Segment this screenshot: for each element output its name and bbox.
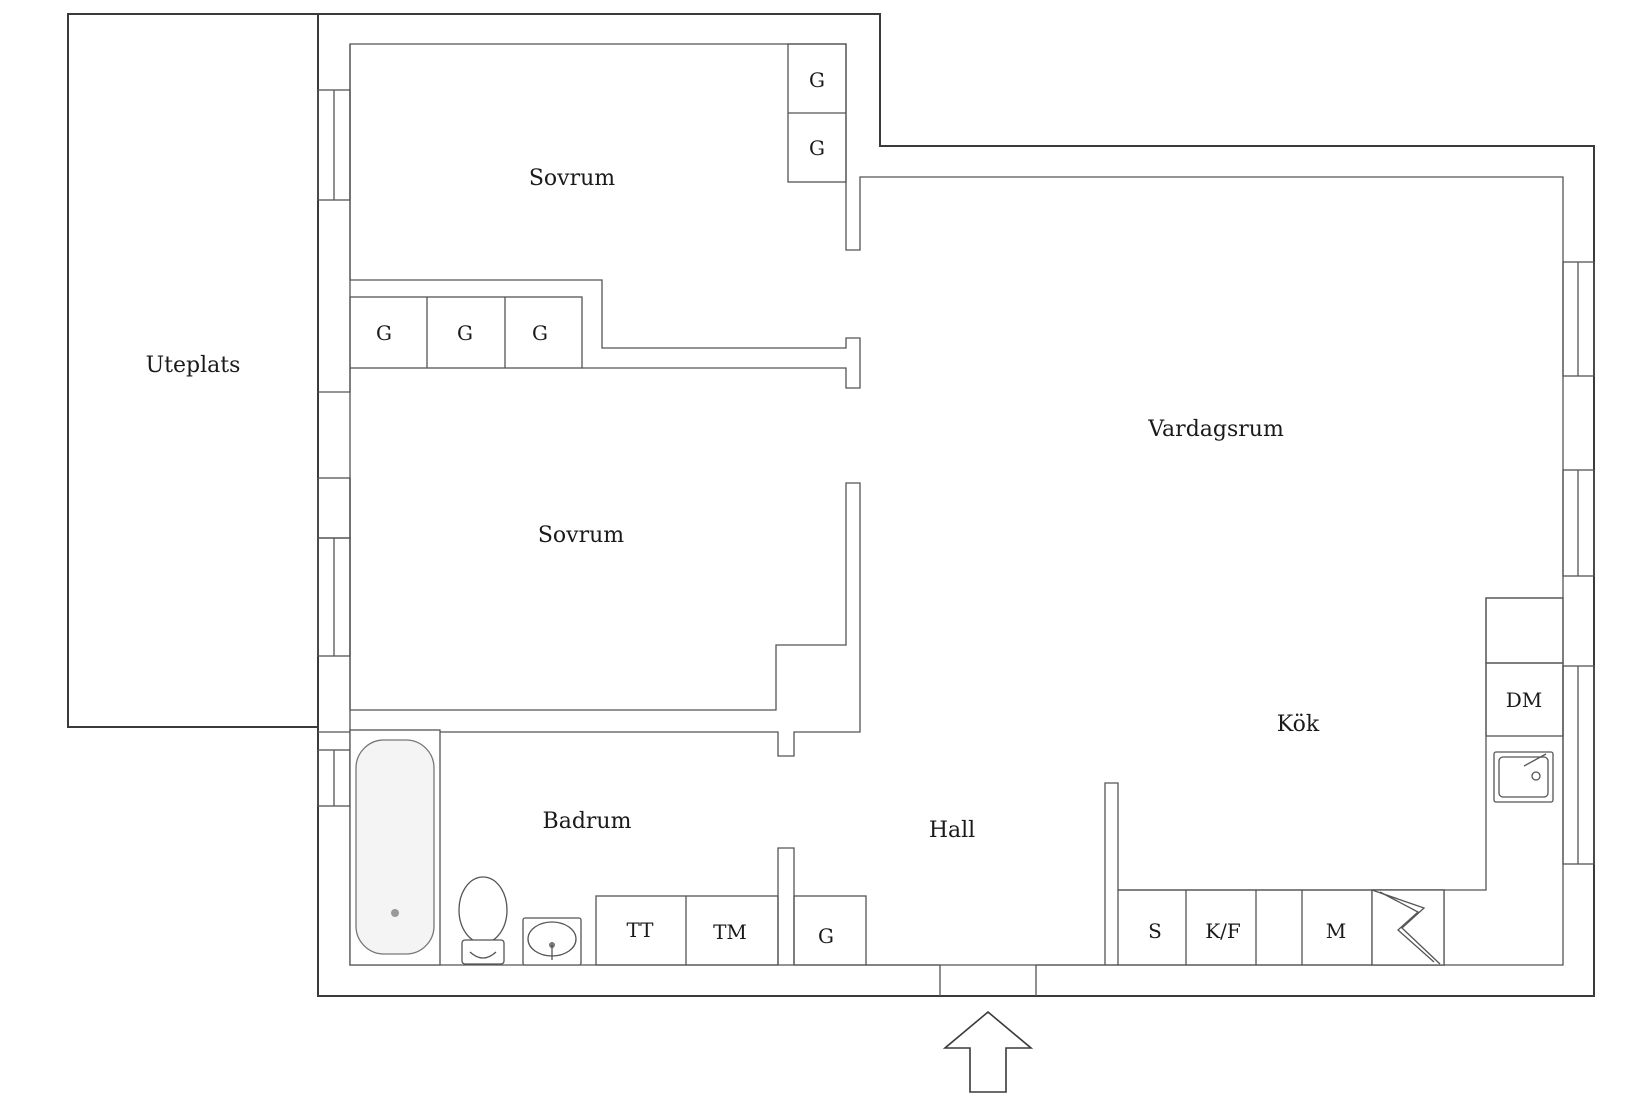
closet-label: G bbox=[532, 321, 548, 345]
windows-right bbox=[1562, 261, 1595, 865]
room-label-sovrum-1: Sovrum bbox=[528, 166, 616, 191]
room-label-badrum: Badrum bbox=[542, 809, 632, 834]
closet-row bbox=[349, 296, 583, 369]
electrical-panel-icon bbox=[1371, 889, 1445, 966]
room-label-sovrum-2: Sovrum bbox=[537, 523, 625, 548]
laundry-units bbox=[595, 895, 779, 966]
hall-closet bbox=[793, 895, 867, 966]
bathtub-icon bbox=[349, 729, 441, 966]
closet-label: G bbox=[809, 136, 825, 160]
toilet-icon bbox=[458, 876, 508, 965]
outer-wall bbox=[317, 13, 1595, 997]
stove-label: S bbox=[1148, 919, 1162, 943]
washing-machine-label: TM bbox=[713, 920, 747, 944]
windows-left bbox=[317, 89, 351, 807]
room-label-hall: Hall bbox=[928, 818, 976, 843]
closet-label: G bbox=[376, 321, 392, 345]
kitchen-sink-icon bbox=[1493, 751, 1554, 803]
fridge-freezer-label: K/F bbox=[1205, 919, 1241, 943]
bedroom2-wall bbox=[318, 478, 861, 757]
room-label-uteplats: Uteplats bbox=[145, 353, 241, 378]
closet-label: G bbox=[457, 321, 473, 345]
microwave-label: M bbox=[1325, 919, 1347, 943]
tumble-dryer-label: TT bbox=[626, 918, 654, 942]
washbasin-icon bbox=[522, 917, 582, 966]
dishwasher-label: DM bbox=[1505, 688, 1543, 712]
entrance-arrow-icon bbox=[942, 1010, 1034, 1093]
closet-label: G bbox=[809, 68, 825, 92]
bathroom-wall bbox=[777, 847, 795, 965]
closet-label: G bbox=[818, 924, 834, 948]
room-label-vardagsrum: Vardagsrum bbox=[1148, 417, 1284, 442]
room-label-kok: Kök bbox=[1276, 712, 1320, 737]
bedroom1-wall bbox=[349, 44, 861, 389]
